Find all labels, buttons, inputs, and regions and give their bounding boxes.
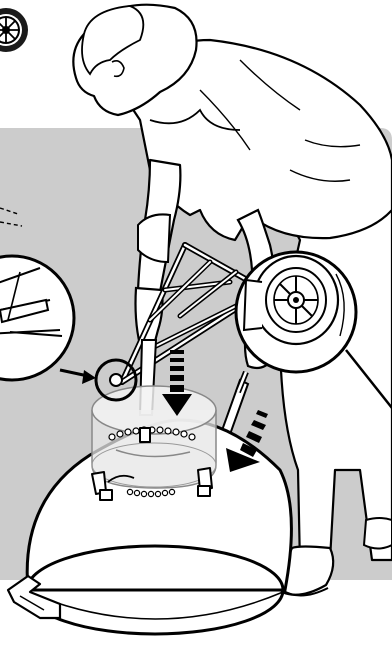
small-wheel-behind	[138, 214, 170, 262]
bowl-rim-inner	[28, 592, 283, 619]
wheel-detail-callout	[236, 252, 356, 372]
leg-ring	[92, 386, 216, 497]
person-second-shoe	[364, 518, 392, 549]
wheel-icon	[0, 8, 28, 52]
